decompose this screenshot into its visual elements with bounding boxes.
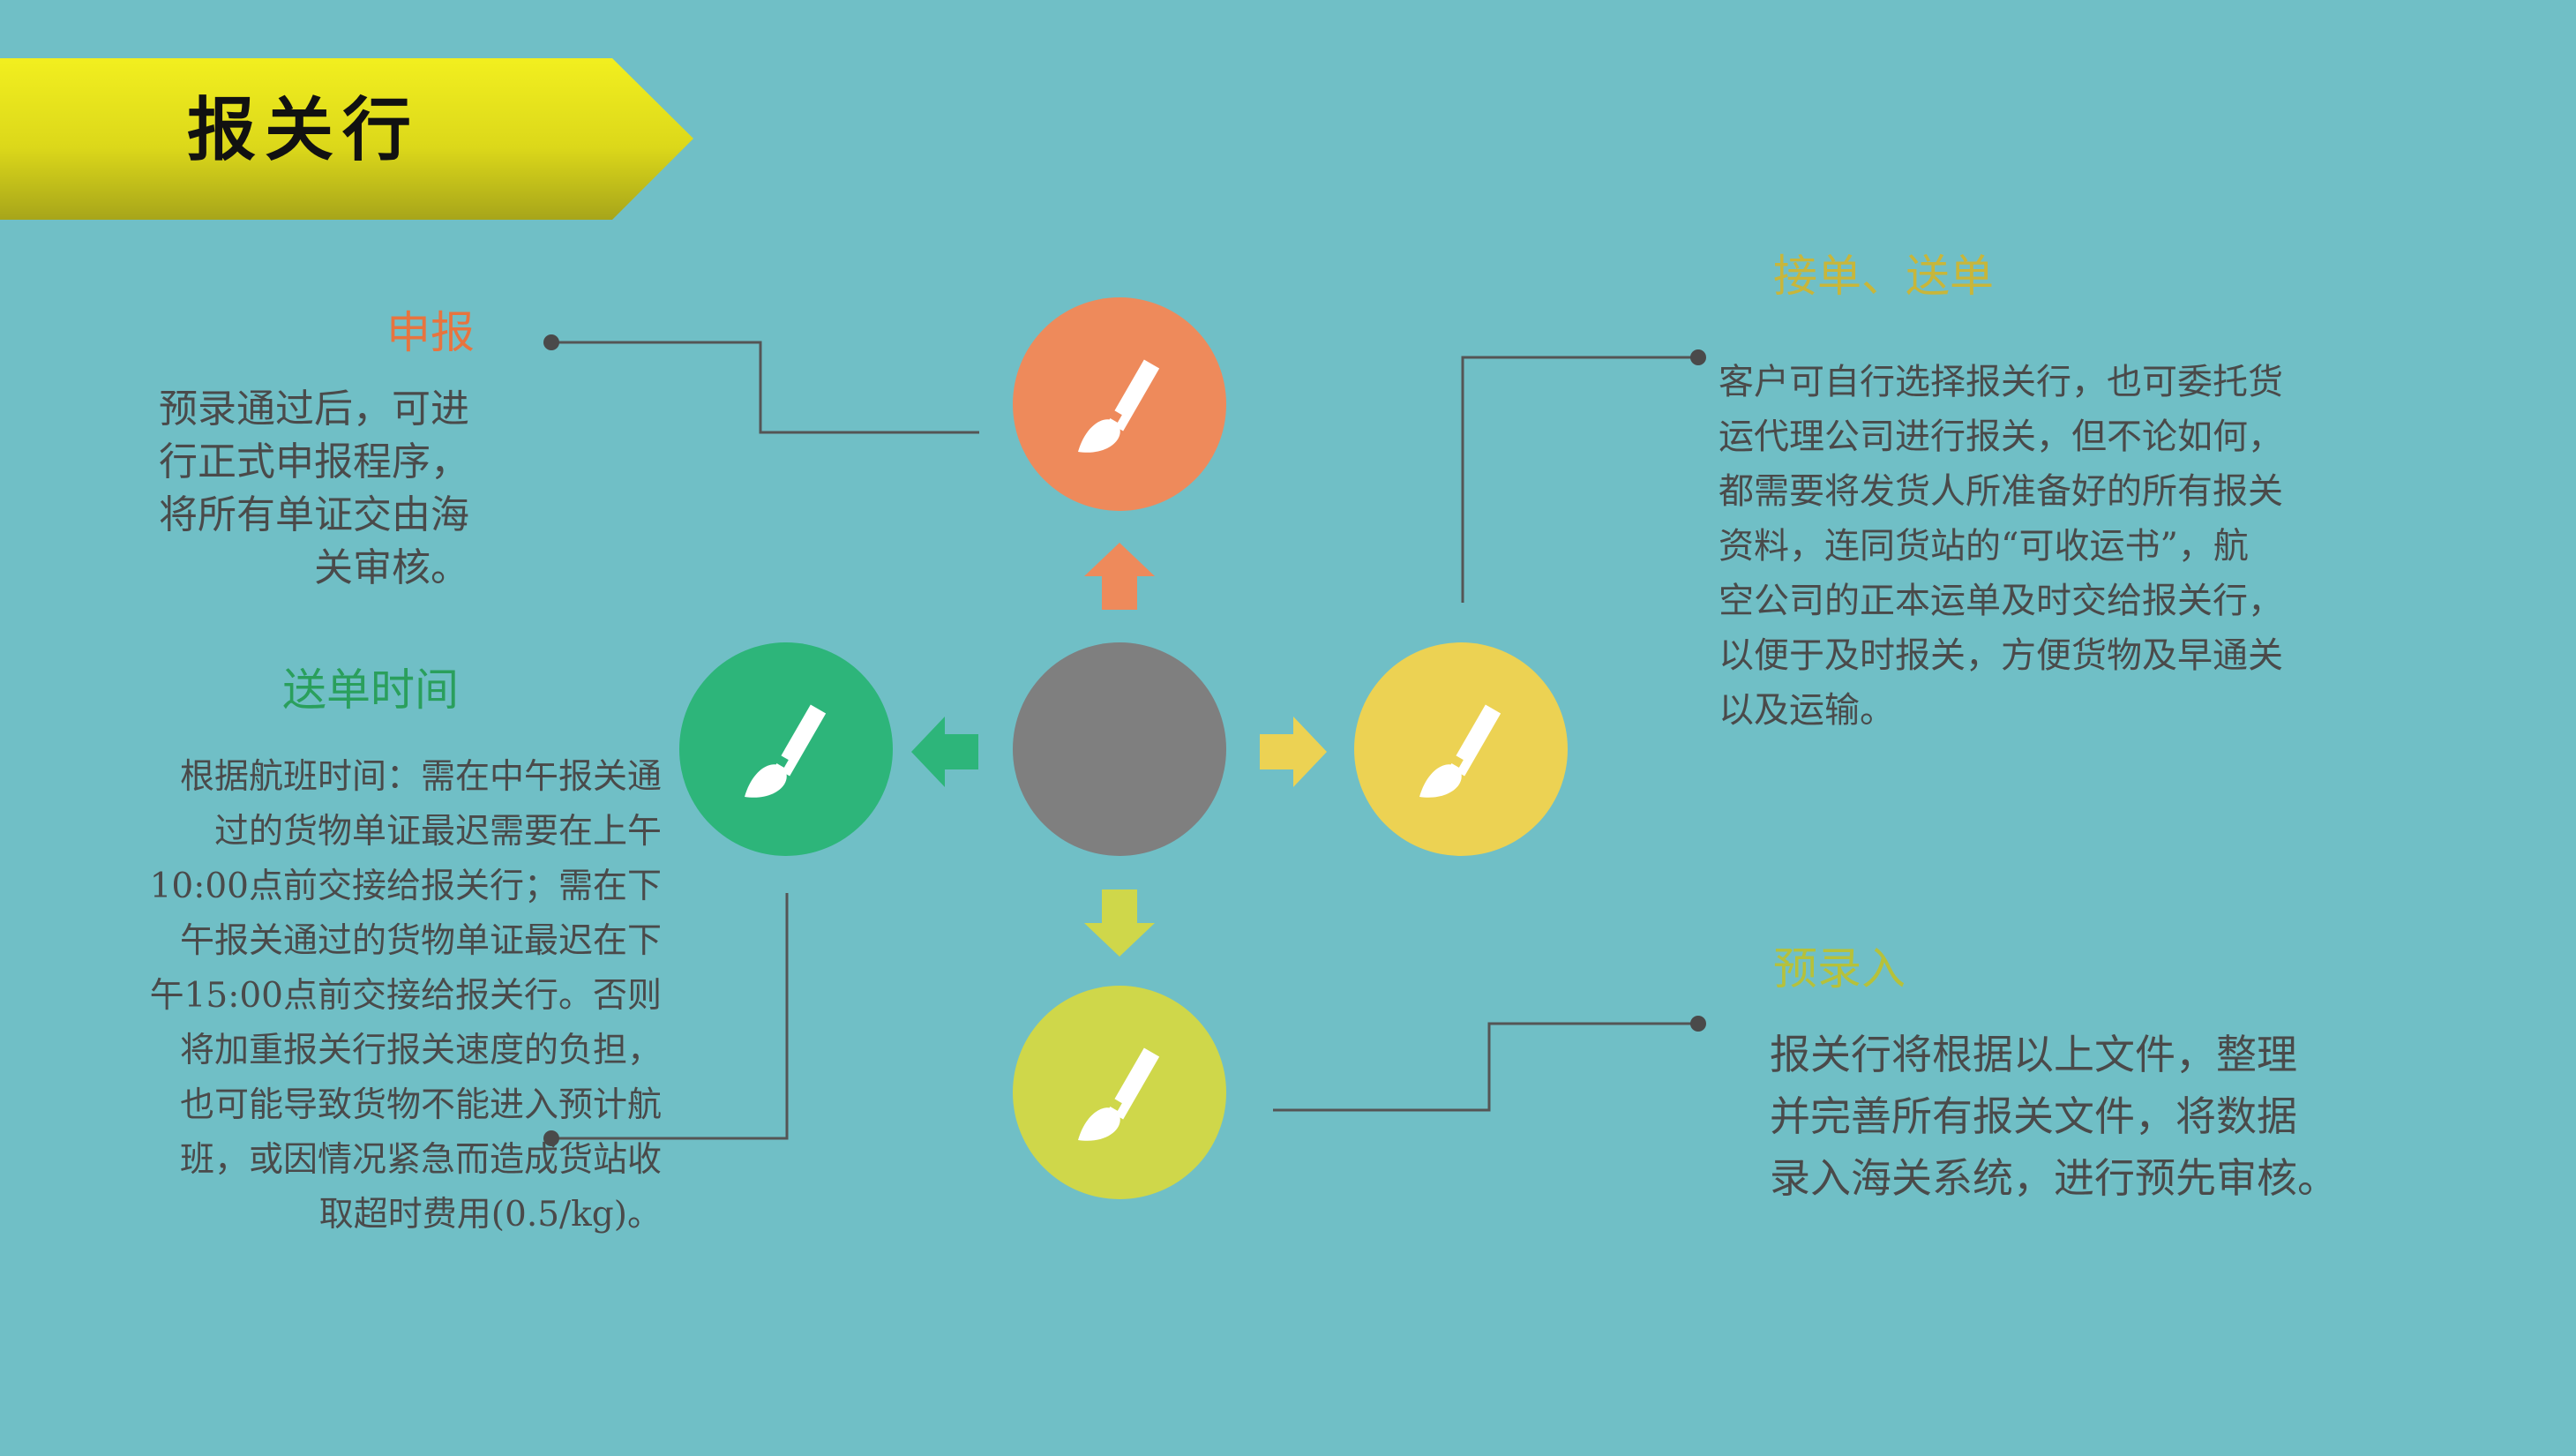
text-line: 午15:00点前交接给报关行。否则	[149, 976, 662, 1016]
step-text-shenbao: 预录通过后，可进 行正式申报程序， 将所有单证交由海 关审核。	[159, 383, 469, 595]
connector-shenbao	[551, 341, 979, 434]
text-line: 以及运输。	[1719, 690, 1895, 731]
text-line: 运代理公司进行报关，但不论如何，	[1719, 417, 2283, 457]
banner-shape	[0, 58, 693, 220]
text-line: 空公司的正本运单及时交给报关行，	[1719, 581, 2283, 621]
text-line: 将加重报关行报关速度的负担，	[179, 1031, 662, 1070]
text-line: 取超时费用(0.5/kg)。	[318, 1195, 662, 1235]
text-line: 以便于及时报关，方便货物及早通关	[1719, 635, 2283, 676]
text-line: 客户可自行选择报关行，也可委托货	[1719, 362, 2283, 402]
paintbrush-icon	[1078, 1047, 1160, 1141]
paintbrush-icon	[1419, 704, 1501, 798]
text-line: 根据航班时间：需在中午报关通	[179, 757, 662, 797]
step-text-jiedan: 客户可自行选择报关行，也可委托货 运代理公司进行报关，但不论如何， 都需要将发货…	[1719, 355, 2283, 738]
connector-songdan	[551, 893, 789, 1140]
step-text-yuluru: 报关行将根据以上文件，整理 并完善所有报关文件，将数据 录入海关系统，进行预先审…	[1770, 1024, 2338, 1209]
text-line: 行正式申报程序，	[159, 439, 469, 484]
arrow-left-icon	[911, 717, 978, 787]
text-line: 资料，连同货站的“可收运书”，航	[1719, 526, 2249, 567]
arrow-down-icon	[1084, 889, 1155, 957]
step-heading-songdan: 送单时间	[282, 664, 459, 716]
page-title: 报关行	[187, 90, 421, 170]
text-line: 也可能导致货物不能进入预计航	[179, 1085, 662, 1125]
step-heading-shenbao: 申报	[386, 307, 475, 358]
connector-dot-jiedan	[1690, 349, 1706, 365]
center-node	[1013, 642, 1226, 856]
text-line: 关审核。	[314, 545, 469, 590]
step-heading-jiedan: 接单、送单	[1773, 251, 1994, 302]
node-songdan	[679, 642, 893, 856]
connector-dot-yuluru	[1690, 1016, 1706, 1032]
arrow-up-icon	[1084, 543, 1155, 610]
node-shenbao	[1013, 297, 1226, 511]
text-line: 10:00点前交接给报关行；需在下	[149, 867, 662, 906]
text-line: 都需要将发货人所准备好的所有报关	[1719, 471, 2283, 512]
text-line: 录入海关系统，进行预先审核。	[1770, 1154, 2338, 1202]
text-line: 并完善所有报关文件，将数据	[1770, 1092, 2297, 1140]
paintbrush-icon	[745, 704, 827, 798]
paintbrush-icon	[1078, 359, 1160, 453]
connector-jiedan	[1461, 356, 1698, 603]
connector-dot-songdan	[543, 1130, 559, 1146]
arrow-right-icon	[1260, 717, 1327, 787]
text-line: 报关行将根据以上文件，整理	[1770, 1031, 2297, 1078]
connector-dot-shenbao	[543, 334, 559, 350]
step-text-songdan: 根据航班时间：需在中午报关通 过的货物单证最迟需要在上午 10:00点前交接给报…	[150, 750, 662, 1242]
text-line: 过的货物单证最迟需要在上午	[213, 812, 662, 852]
step-heading-yuluru: 预录入	[1773, 943, 1906, 994]
title-banner: 报关行	[0, 58, 697, 220]
node-jiedan	[1354, 642, 1568, 856]
text-line: 班，或因情况紧急而造成货站收	[179, 1140, 662, 1180]
text-line: 将所有单证交由海	[159, 492, 469, 537]
connector-yuluru	[1273, 1022, 1698, 1112]
text-line: 预录通过后，可进	[159, 387, 469, 432]
node-yuluru	[1013, 986, 1226, 1199]
text-line: 午报关通过的货物单证最迟在下	[179, 921, 662, 961]
